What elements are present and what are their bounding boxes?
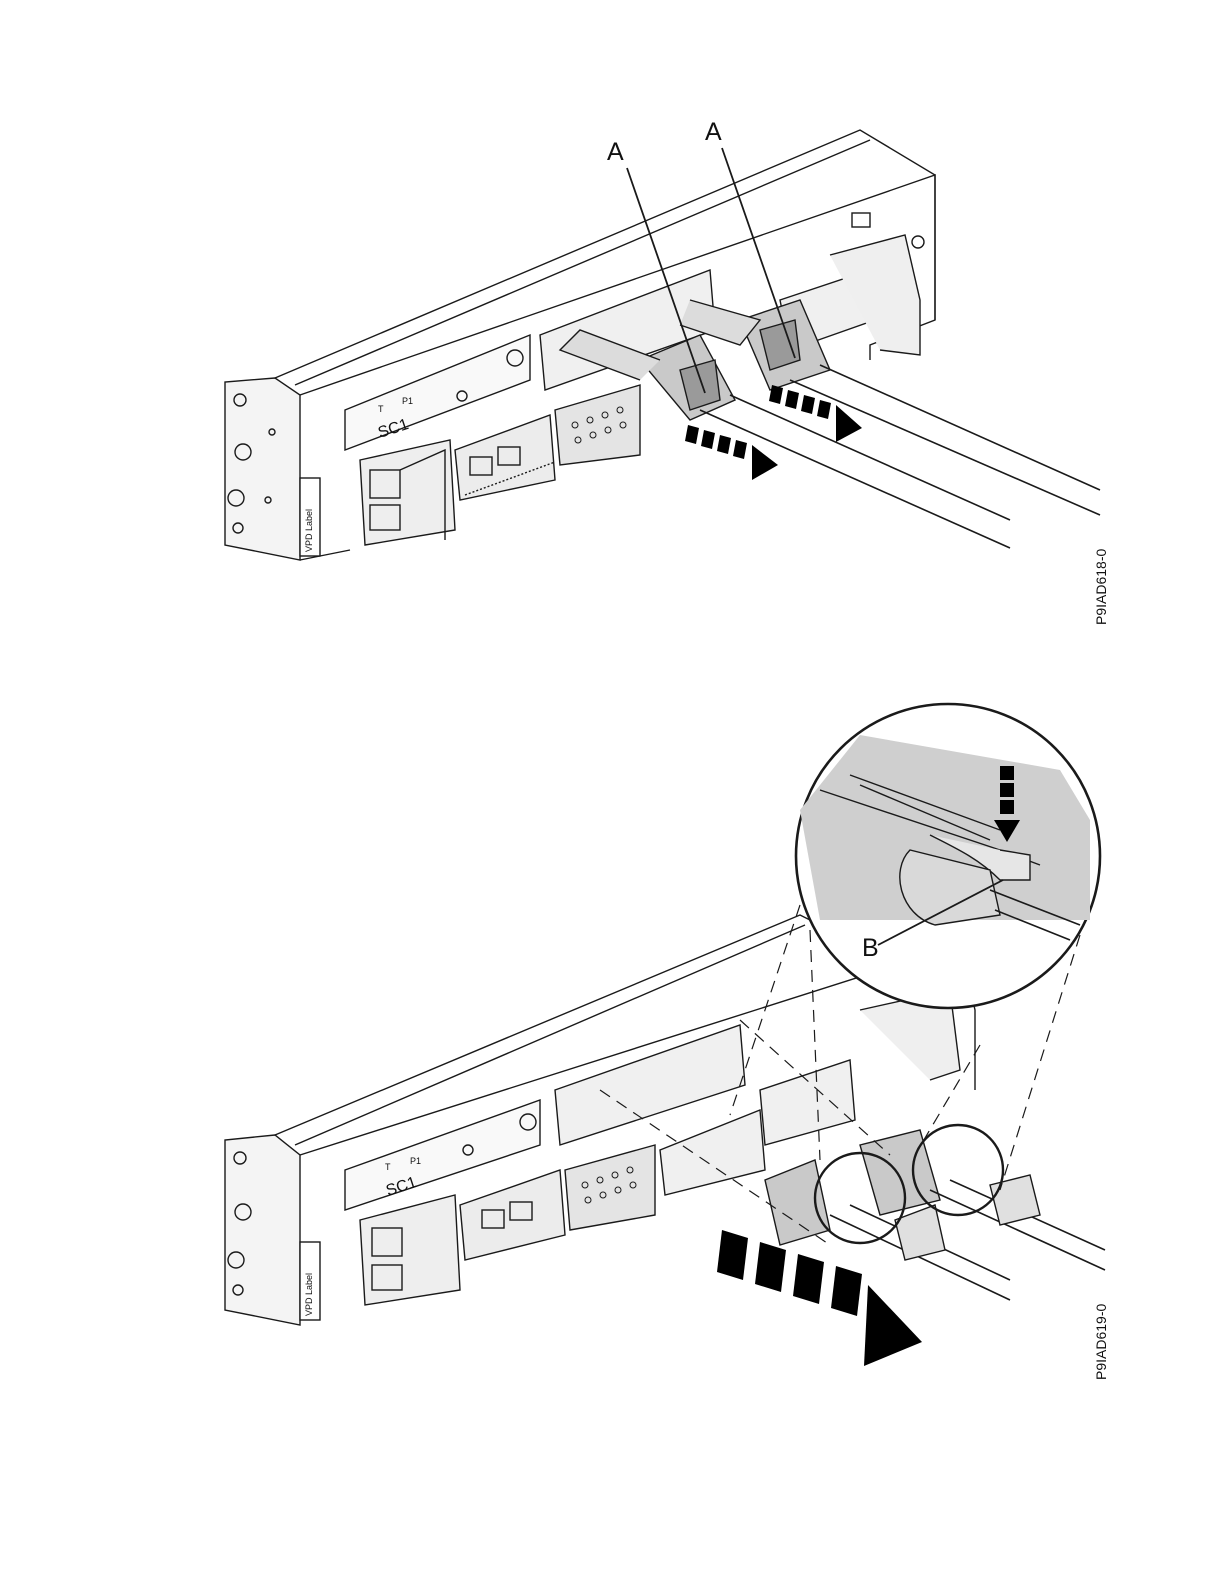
- figure-id: P9IAD618-0: [1093, 549, 1109, 625]
- figure-1-illustration: SC1 VPD Label P1 T: [0, 0, 1224, 760]
- t-label: T: [378, 404, 384, 414]
- callout-a-right: A: [705, 120, 722, 145]
- vpd-label-2: VPD Label: [304, 1273, 314, 1316]
- t-label-2: T: [385, 1162, 391, 1172]
- figure-id-2: P9IAD619-0: [1093, 1304, 1109, 1380]
- p1-label-2: P1: [410, 1156, 421, 1166]
- callout-a-left: A: [607, 140, 624, 165]
- figure-1: SC1 VPD Label P1 T A A P9IAD618-0: [0, 0, 1224, 760]
- figure-2: SC1 VPD Label P1 T B P9IAD619-0: [0, 690, 1224, 1390]
- callout-b: B: [862, 936, 879, 961]
- p1-label: P1: [402, 396, 413, 406]
- vpd-label: VPD Label: [304, 509, 314, 552]
- figure-2-illustration: SC1 VPD Label P1 T: [0, 690, 1224, 1390]
